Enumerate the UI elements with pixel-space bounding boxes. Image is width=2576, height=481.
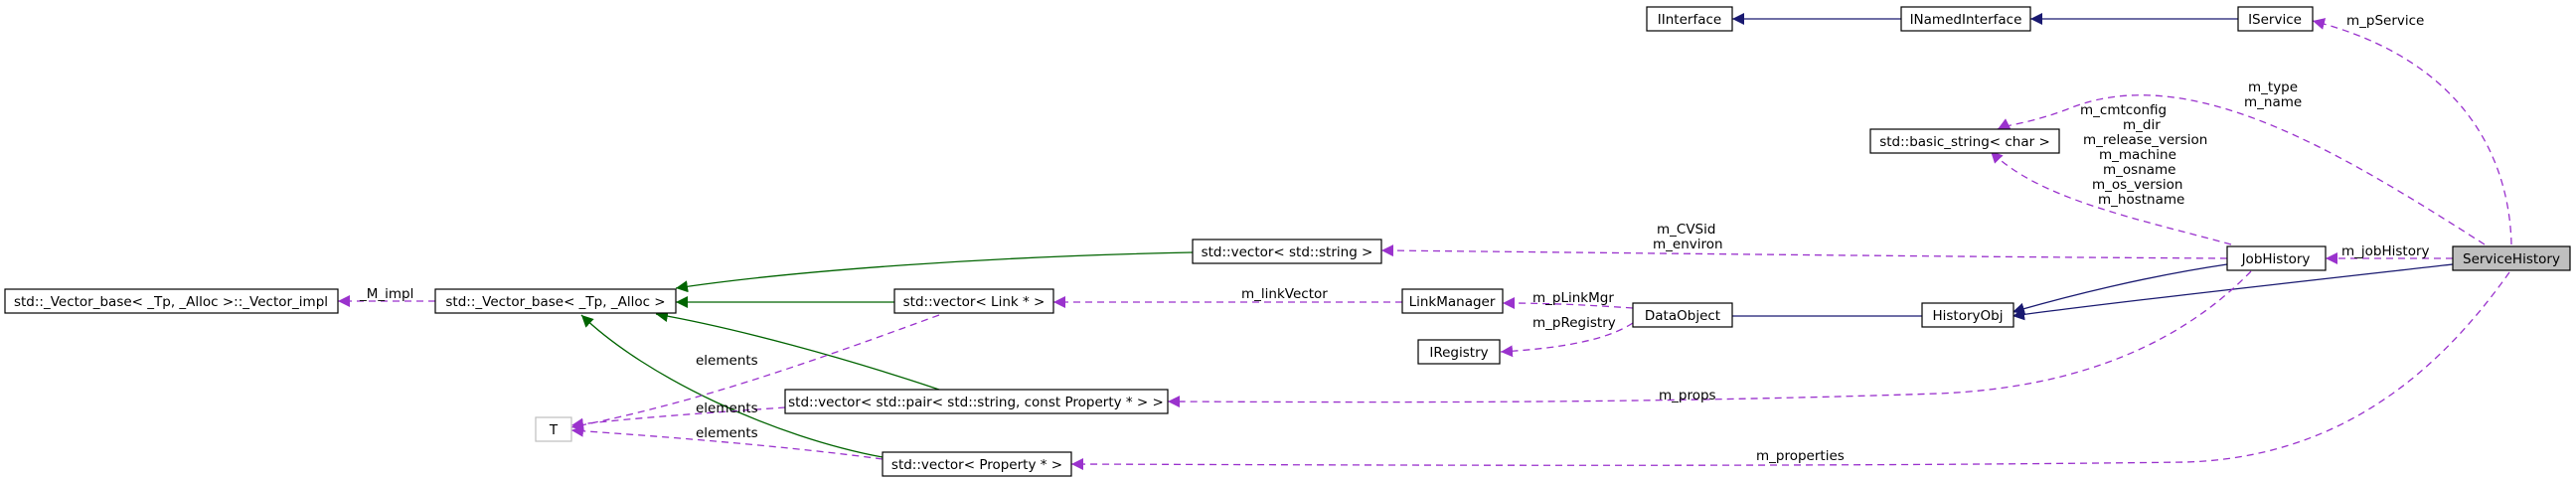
edge-dataobject-linkmanager [1502,297,1634,310]
node-basic-string[interactable]: std::basic_string< char > [1869,128,2060,154]
svg-text:INamedInterface: INamedInterface [1910,12,2022,28]
node-vector-link[interactable]: std::vector< Link * > [893,288,1054,314]
edge-label-m-impl: _M_impl [359,286,413,302]
svg-text:std::vector< std::pair< std::s: std::vector< std::pair< std::string, con… [788,395,1164,410]
svg-text:ServiceHistory: ServiceHistory [2463,251,2560,267]
edge-label-m-machine: m_machine [2099,147,2176,163]
node-historyobj[interactable]: HistoryObj [1921,302,2014,328]
node-linkmanager[interactable]: LinkManager [1401,288,1504,314]
node-servicehistory[interactable]: ServiceHistory [2452,245,2571,271]
svg-text:T: T [549,422,559,438]
edge-label-m-release-version: m_release_version [2083,132,2207,148]
svg-text:std::vector< Property * >: std::vector< Property * > [891,457,1062,473]
edge-servicehistory-basic-string [1997,94,2486,245]
svg-text:std::basic_string< char >: std::basic_string< char > [1879,134,2050,150]
edge-label-m-dir: m_dir [2123,117,2161,133]
edge-label-m-props: m_props [1659,388,1716,403]
edge-label-elements-3: elements [696,425,758,441]
node-jobhistory[interactable]: JobHistory [2226,245,2327,271]
svg-text:HistoryObj: HistoryObj [1933,308,2004,324]
svg-text:std::_Vector_base< _Tp, _Alloc: std::_Vector_base< _Tp, _Alloc > [445,294,665,310]
edge-jobhistory-basic-string [1990,150,2232,245]
edge-label-m-hostname: m_hostname [2098,192,2184,208]
edge-label-m-properties: m_properties [1756,448,1845,464]
node-vector-impl[interactable]: std::_Vector_base< _Tp, _Alloc >::_Vecto… [4,288,339,314]
edge-label-m-linkvector: m_linkVector [1241,286,1328,302]
edge-label-m-environ: m_environ [1653,237,1723,252]
edge-label-elements-1: elements [696,353,758,369]
edge-jobhistory-vector-pair [1167,270,2252,408]
edge-label-m-plinkmgr: m_pLinkMgr [1532,290,1614,306]
edge-servicehistory-vector-property [1070,271,2510,471]
edge-label-m-osname: m_osname [2103,162,2175,178]
edge-jobhistory-vector-string [1380,244,2228,259]
node-t[interactable]: T [535,416,572,442]
node-inamedinterface[interactable]: INamedInterface [1900,6,2031,32]
svg-text:DataObject: DataObject [1645,308,1720,324]
edge-jobhistory-historyobj [2012,263,2228,315]
node-vector-property[interactable]: std::vector< Property * > [882,451,1072,477]
edge-label-m-pregistry: m_pRegistry [1532,315,1616,331]
node-vector-pair[interactable]: std::vector< std::pair< std::string, con… [784,389,1169,414]
edge-label-m-os-version: m_os_version [2092,177,2182,193]
edge-vector-link-t [570,314,940,431]
svg-text:LinkManager: LinkManager [1409,294,1496,310]
edge-vector-string-vector-base [675,251,1194,293]
edge-label-m-jobhistory: m_jobHistory [2341,243,2430,259]
edge-vector-pair-vector-base [655,310,940,391]
node-iinterface[interactable]: IInterface [1646,6,1733,32]
node-vector-string[interactable]: std::vector< std::string > [1192,239,1382,264]
edge-vector-pair-t [570,406,786,430]
svg-text:std::vector< std::string >: std::vector< std::string > [1202,244,1373,260]
node-iregistry[interactable]: IRegistry [1417,339,1501,365]
edge-label-m-cvsid: m_CVSid [1657,222,1715,238]
edge-dataobject-iregistry [1500,322,1634,358]
svg-text:IService: IService [2248,12,2302,28]
svg-text:std::_Vector_base< _Tp, _Alloc: std::_Vector_base< _Tp, _Alloc >::_Vecto… [14,294,328,310]
edge-vector-property-t [570,424,884,460]
node-dataobject[interactable]: DataObject [1632,302,1733,328]
node-iservice[interactable]: IService [2237,6,2314,32]
svg-text:IInterface: IInterface [1658,12,1721,28]
node-vector-base[interactable]: std::_Vector_base< _Tp, _Alloc > [434,288,677,314]
edge-labels: m_pService m_type m_name m_cmtconfig m_d… [359,13,2430,464]
edge-label-m-pservice: m_pService [2346,13,2424,29]
svg-text:JobHistory: JobHistory [2241,251,2311,267]
edges [338,13,2512,471]
edge-label-m-cmtconfig: m_cmtconfig [2080,102,2167,118]
svg-text:std::vector< Link * >: std::vector< Link * > [903,294,1046,310]
edge-label-m-type: m_type [2248,80,2298,95]
svg-text:IRegistry: IRegistry [1429,345,1488,361]
edge-label-m-name: m_name [2244,94,2302,110]
nodes: IInterface INamedInterface IService std:… [4,6,2571,477]
edge-label-elements-2: elements [696,401,758,416]
edge-servicehistory-historyobj [2012,263,2454,321]
edge-vector-property-vector-base [580,314,884,458]
edge-servicehistory-iservice [2312,18,2512,245]
